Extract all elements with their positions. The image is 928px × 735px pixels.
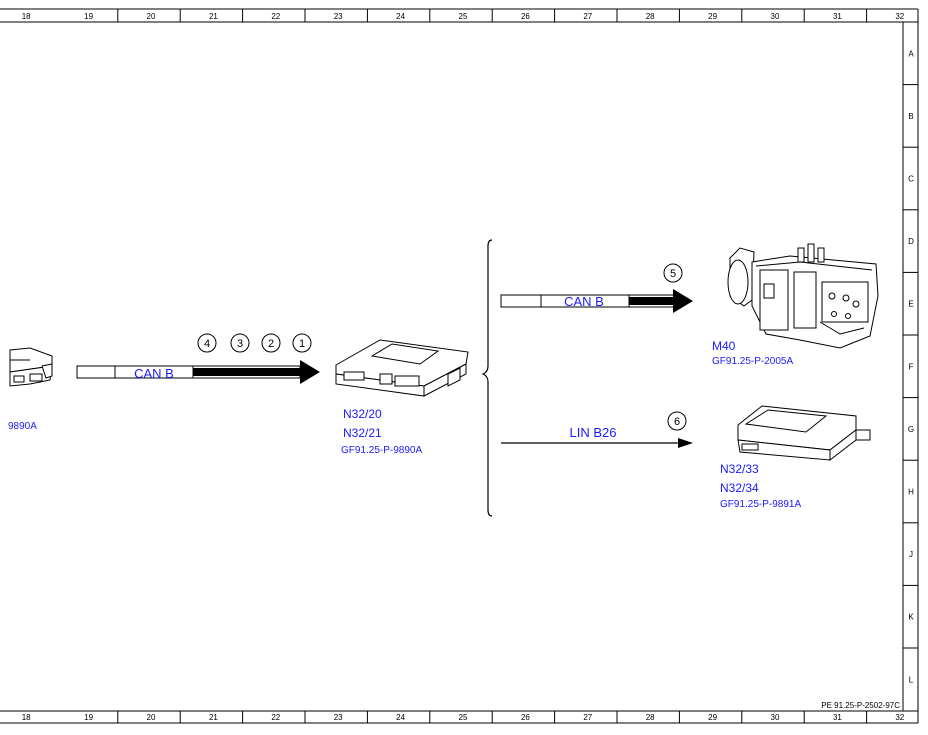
branch-brace	[481, 239, 493, 517]
row-ruler-right: A B C D E F G H J K L	[903, 49, 918, 684]
n32-33-illustration	[737, 405, 871, 462]
marker-1: 1	[292, 333, 312, 353]
center-module-ref: GF91.25-P-9890A	[341, 445, 422, 456]
row-label: B	[908, 112, 913, 121]
column-label: 26	[521, 713, 530, 722]
column-label: 23	[334, 713, 343, 722]
can-b-label-top: CAN B	[564, 294, 604, 309]
row-label: L	[909, 675, 914, 684]
column-label: 28	[646, 713, 655, 722]
n32-33-ref: GF91.25-P-9891A	[720, 499, 801, 510]
column-ruler-top: 18 19 20 21 22 23 24 25 26 27 28 29 30 31 32	[22, 9, 905, 22]
column-label: 26	[521, 12, 530, 21]
row-label: K	[908, 613, 914, 622]
column-label: 29	[708, 12, 717, 21]
lin-b26-label: LIN B26	[570, 425, 617, 440]
column-label: 31	[833, 12, 842, 21]
svg-text:2: 2	[268, 338, 274, 350]
column-label: 21	[209, 12, 218, 21]
column-ruler-bottom: 18 19 20 21 22 23 24 25 26 27 28 29 30 31 32	[22, 711, 905, 723]
can-b-bus-top	[500, 289, 693, 313]
column-label: 32	[895, 713, 904, 722]
row-label: J	[909, 550, 913, 559]
row-label: D	[908, 237, 914, 246]
can-b-bus-left	[76, 360, 320, 384]
column-label: 25	[459, 713, 468, 722]
svg-text:6: 6	[674, 416, 680, 428]
left-module-illustration	[9, 347, 53, 387]
row-label: C	[908, 175, 914, 184]
arrow-head-top-bus	[673, 289, 693, 313]
column-label: 27	[583, 713, 592, 722]
row-label: E	[908, 300, 913, 309]
column-label: 31	[833, 713, 842, 722]
marker-2: 2	[261, 333, 281, 353]
lin-b26-bus	[501, 438, 693, 448]
row-label: A	[908, 49, 914, 58]
column-label: 24	[396, 12, 405, 21]
column-label: 24	[396, 713, 405, 722]
column-label: 30	[771, 713, 780, 722]
svg-text:5: 5	[670, 268, 676, 280]
column-label: 27	[583, 12, 592, 21]
column-label: 32	[895, 12, 904, 21]
n32-33-name-2: N32/34	[720, 481, 759, 495]
svg-text:3: 3	[237, 338, 243, 350]
left-module-ref: 9890A	[8, 421, 37, 432]
bus-left-markers: 4 3 2 1	[197, 333, 312, 353]
column-label: 25	[459, 12, 468, 21]
column-label: 23	[334, 12, 343, 21]
center-module-name-1: N32/20	[343, 407, 382, 421]
column-label: 28	[646, 12, 655, 21]
center-module-illustration	[335, 339, 469, 397]
row-label: H	[908, 488, 914, 497]
m40-ref: GF91.25-P-2005A	[712, 356, 793, 367]
marker-6: 6	[667, 411, 687, 431]
drawing-ref: PE 91.25-P-2502-97C	[821, 701, 900, 710]
row-label: G	[908, 425, 914, 434]
column-label: 18	[22, 12, 31, 21]
marker-3: 3	[230, 333, 250, 353]
column-label: 22	[271, 713, 280, 722]
column-label: 20	[147, 713, 156, 722]
svg-text:4: 4	[204, 338, 210, 350]
marker-4: 4	[197, 333, 217, 353]
column-label: 20	[147, 12, 156, 21]
column-label: 19	[84, 12, 93, 21]
n32-33-name-1: N32/33	[720, 462, 759, 476]
column-label: 22	[271, 12, 280, 21]
row-label: F	[909, 362, 914, 371]
column-label: 30	[771, 12, 780, 21]
column-label: 21	[209, 713, 218, 722]
arrow-head-left-bus	[300, 360, 320, 384]
m40-name: M40	[712, 339, 736, 353]
center-module-name-2: N32/21	[343, 426, 382, 440]
can-b-label-left: CAN B	[134, 366, 174, 381]
column-label: 18	[22, 713, 31, 722]
column-label: 29	[708, 713, 717, 722]
m40-illustration	[727, 243, 879, 349]
column-label: 19	[84, 713, 93, 722]
arrow-head-lin-bus	[678, 438, 693, 448]
marker-5: 5	[663, 263, 683, 283]
svg-text:1: 1	[299, 338, 305, 350]
